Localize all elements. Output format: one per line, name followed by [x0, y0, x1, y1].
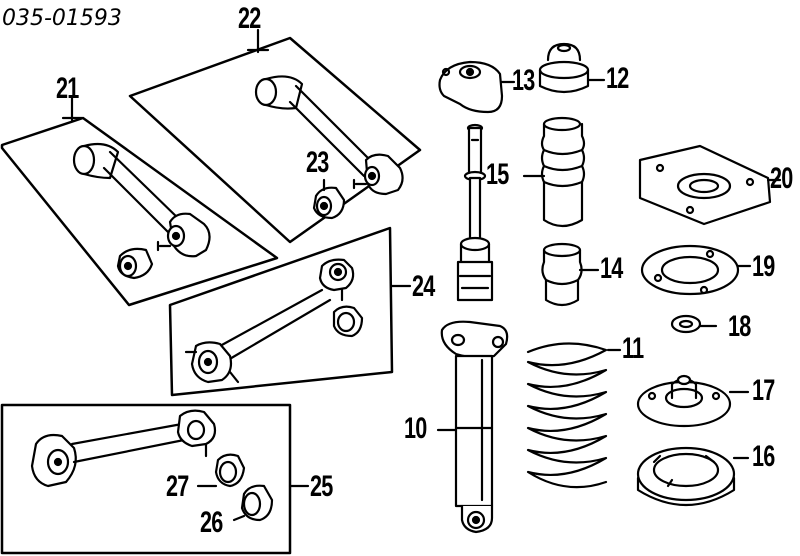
control-arm-22 [254, 75, 404, 196]
callout-25: 25 [310, 470, 333, 503]
callout-18: 18 [728, 310, 751, 343]
callout-15: 15 [486, 158, 509, 191]
group-box-24 [168, 226, 412, 397]
bump-stop-14 [541, 242, 600, 307]
callout-20: 20 [770, 162, 793, 195]
callout-23: 23 [306, 146, 329, 179]
control-link-24 [184, 258, 364, 384]
bushing-23 [312, 178, 346, 220]
callout-16: 16 [752, 440, 775, 473]
bushing-26 [232, 484, 274, 522]
callout-17: 17 [752, 374, 775, 407]
callout-24: 24 [412, 270, 435, 303]
diagram-code: 035-01593 [2, 6, 122, 31]
coil-spring-11 [526, 342, 622, 489]
group-box-22 [128, 28, 422, 244]
group-box-25 [0, 403, 310, 555]
callout-19: 19 [752, 250, 775, 283]
callout-10: 10 [404, 412, 427, 445]
callout-13: 13 [512, 64, 535, 97]
washer-18 [670, 314, 718, 334]
callout-26: 26 [200, 506, 223, 539]
callout-22: 22 [238, 2, 261, 35]
bushing-27 [196, 453, 246, 488]
shock-absorber-10 [436, 123, 509, 534]
bump-stop-15 [522, 116, 586, 228]
insulator-plate-19 [640, 244, 752, 296]
upper-mount-20 [638, 144, 782, 226]
callout-14: 14 [600, 252, 623, 285]
spring-seat-12 [538, 42, 606, 94]
strut-mount-13 [438, 60, 516, 114]
callout-27: 27 [166, 470, 189, 503]
group-box-21 [0, 96, 279, 307]
control-link-25 [30, 409, 217, 488]
spring-seat-16 [636, 446, 750, 506]
control-arm-21 [72, 142, 211, 280]
callout-11: 11 [622, 332, 644, 365]
callout-12: 12 [606, 62, 629, 95]
callout-21: 21 [56, 72, 79, 105]
strut-mount-17 [636, 374, 750, 428]
